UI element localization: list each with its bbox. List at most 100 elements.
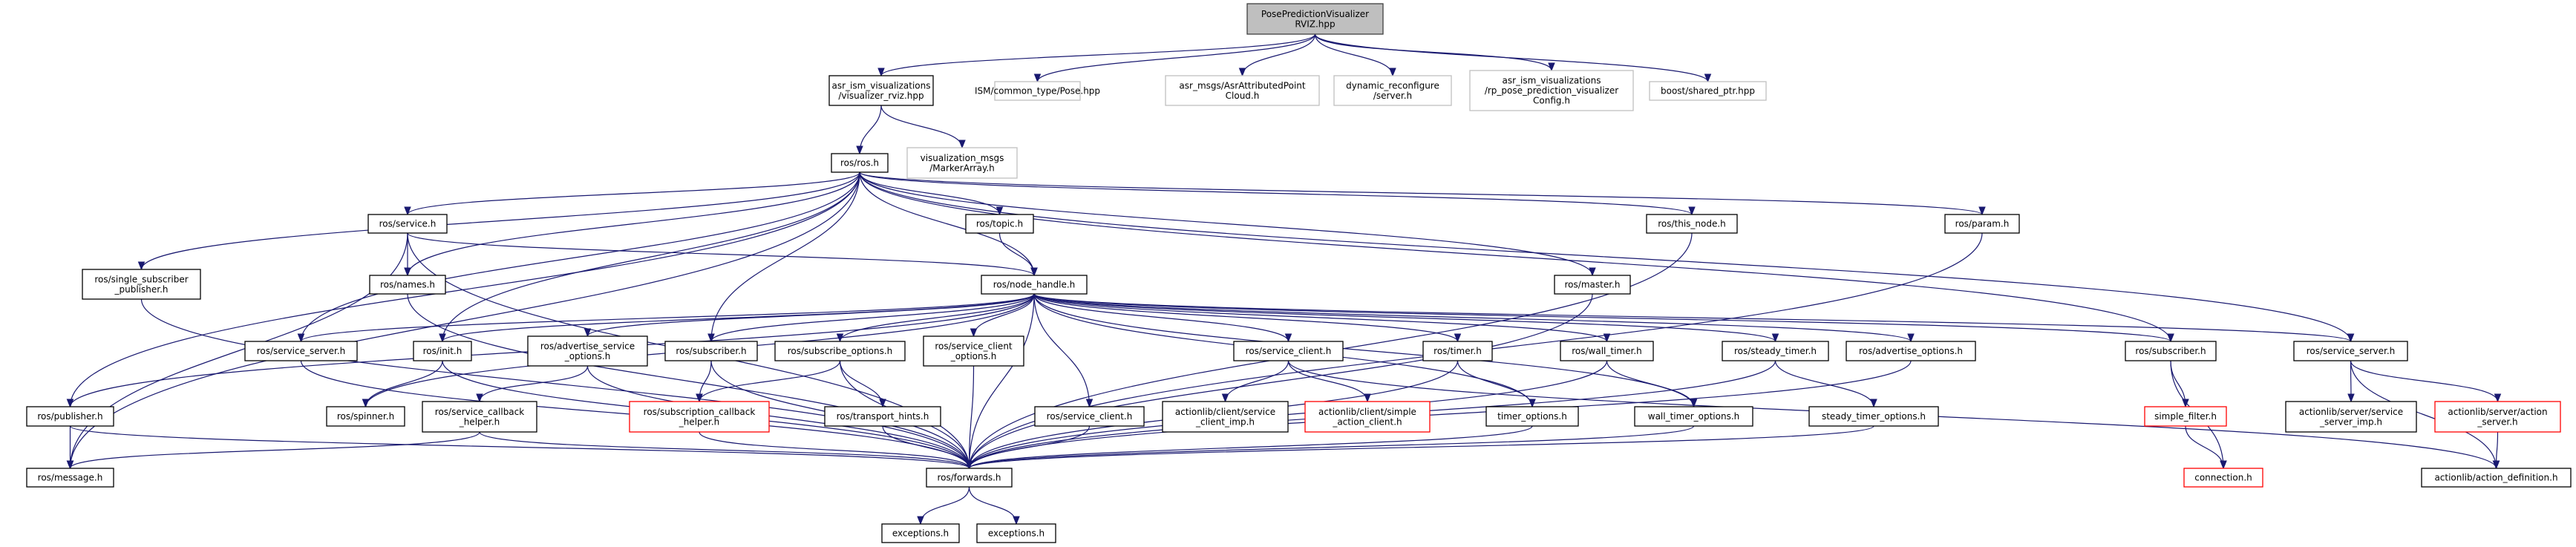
node-al_server_imp[interactable]: actionlib/server/service_server_imp.h (2285, 401, 2417, 433)
node-al_client_imp[interactable]: actionlib/client/service_client_imp.h (1162, 401, 1289, 433)
node-publisher_h[interactable]: ros/publisher.h (26, 406, 114, 427)
node-names_h[interactable]: ros/names.h (369, 275, 446, 295)
node-spinner_h[interactable]: ros/spinner.h (326, 406, 405, 427)
node-box (2421, 468, 2572, 488)
edge-line (2185, 425, 2224, 469)
node-label: ros/subscribe_options.h (788, 346, 893, 356)
node-label: actionlib/server/action (2448, 407, 2547, 417)
node-service_server_r[interactable]: ros/service_server.h (2293, 341, 2408, 361)
node-label: ros/service_client (935, 341, 1013, 351)
node-single_sub_pub[interactable]: ros/single_subscriber_publisher.h (82, 269, 201, 300)
node-dyn_server[interactable]: dynamic_reconfigure/server.h (1333, 75, 1452, 106)
node-steady_timer_opts[interactable]: steady_timer_options.h (1808, 406, 1939, 427)
node-steady_timer[interactable]: ros/steady_timer.h (1722, 341, 1829, 361)
edge-srv_cb_helper-to-message_h (66, 431, 480, 470)
node-al_simple_client[interactable]: actionlib/client/simple_action_client.h (1304, 401, 1431, 433)
node-transport_hints[interactable]: ros/transport_hints.h (824, 406, 941, 427)
node-ism_pose[interactable]: ISM/common_type/Pose.hpp (975, 81, 1100, 101)
node-adv_opts[interactable]: ros/advertise_options.h (1846, 341, 1976, 361)
node-box (1333, 75, 1452, 106)
node-box (369, 275, 446, 295)
node-service_h[interactable]: ros/service.h (367, 214, 448, 234)
edge-line (140, 171, 860, 270)
node-ros_h[interactable]: ros/ros.h (831, 153, 889, 173)
node-label: ros/forwards.h (938, 473, 1001, 483)
edge-line (442, 171, 860, 342)
edge-adv_srv_opts-to-srv_cb_helper (476, 365, 589, 403)
edge-ros_h-to-master_h (859, 171, 1596, 277)
node-label: ros/steady_timer.h (1734, 346, 1817, 356)
edge-line (839, 293, 1035, 342)
node-boost_ptr[interactable]: boost/shared_ptr.hpp (1649, 81, 1767, 101)
node-label: asr_ism_visualizations (1502, 76, 1601, 86)
node-marker_array[interactable]: visualization_msgs/MarkerArray.h (906, 147, 1018, 179)
node-label: ros/service_server.h (257, 346, 346, 356)
node-box (1034, 406, 1145, 427)
node-box (2183, 468, 2263, 488)
node-subscriber_l[interactable]: ros/subscriber.h (664, 341, 758, 361)
arrowhead-icon (1284, 333, 1292, 343)
edge-line (968, 425, 1533, 469)
node-this_node[interactable]: ros/this_node.h (1646, 214, 1738, 234)
node-label: timer_options.h (1497, 411, 1567, 422)
edge-line (1033, 293, 1912, 342)
node-service_client_a[interactable]: ros/service_client.h (1233, 341, 1344, 361)
node-label: ros/this_node.h (1658, 219, 1726, 229)
edge-line (968, 486, 1017, 525)
node-sub_cb_helper[interactable]: ros/subscription_callback_helper.h (629, 401, 770, 433)
node-label: /rp_pose_prediction_visualizer (1485, 85, 1618, 96)
node-label: _publisher.h (114, 284, 169, 295)
edge-ros_h-to-single_sub_pub (137, 171, 860, 271)
node-box (976, 523, 1056, 543)
node-label: /server.h (1373, 91, 1412, 101)
node-simple_filter[interactable]: simple_filter.h (2144, 406, 2227, 427)
node-srv_client_opts[interactable]: ros/service_client_options.h (923, 335, 1024, 367)
node-subscribe_opts[interactable]: ros/subscribe_options.h (774, 341, 906, 361)
node-box (82, 269, 201, 300)
node-viz_rviz[interactable]: asr_ism_visualizations/visualizer_rviz.h… (828, 75, 934, 106)
node-timer_opts[interactable]: timer_options.h (1485, 406, 1579, 427)
node-label: _server.h (2477, 416, 2517, 427)
node-exceptions_a[interactable]: exceptions.h (881, 523, 960, 543)
edge-line (1033, 293, 1091, 407)
node-service_client_b[interactable]: ros/service_client.h (1034, 406, 1145, 427)
node-box (2125, 341, 2217, 361)
node-service_server_l[interactable]: ros/service_server.h (244, 341, 358, 361)
arrowhead-icon (66, 399, 74, 408)
edge-steady_timer_opts-to-forwards_h (965, 425, 1874, 470)
arrowhead-icon (1978, 206, 1986, 216)
node-init_h[interactable]: ros/init.h (413, 341, 472, 361)
node-adv_srv_opts[interactable]: ros/advertise_service_options.h (527, 335, 648, 367)
edge-ros_h-to-param_h (859, 171, 1986, 216)
node-srv_cb_helper[interactable]: ros/service_callback_helper.h (422, 401, 537, 433)
arrowhead-icon (404, 267, 411, 277)
node-node_handle[interactable]: ros/node_handle.h (981, 275, 1088, 295)
node-label: ros/service.h (379, 219, 437, 229)
node-master_h[interactable]: ros/master.h (1554, 275, 1631, 295)
edge-line (699, 360, 841, 402)
node-al_action_server[interactable]: actionlib/server/action_server.h (2434, 401, 2561, 433)
edge-line (586, 365, 970, 469)
node-message_h[interactable]: ros/message.h (26, 468, 114, 488)
arrowhead-icon (2167, 333, 2174, 343)
node-exceptions_b[interactable]: exceptions.h (976, 523, 1056, 543)
node-rp_config[interactable]: asr_ism_visualizations/rp_pose_predictio… (1469, 70, 1634, 111)
node-box (831, 153, 889, 173)
node-connection_h[interactable]: connection.h (2183, 468, 2263, 488)
node-topic_h[interactable]: ros/topic.h (965, 214, 1034, 234)
edge-line (1287, 360, 1368, 402)
node-forwards_h[interactable]: ros/forwards.h (926, 468, 1013, 488)
node-wall_timer_opts[interactable]: wall_timer_options.h (1634, 406, 1753, 427)
arrowhead-icon (2220, 460, 2227, 470)
node-label: Config.h (1533, 96, 1570, 106)
node-param_h[interactable]: ros/param.h (1944, 214, 2020, 234)
node-timer_h[interactable]: ros/timer.h (1422, 341, 1493, 361)
arrowhead-icon (877, 68, 885, 77)
node-al_action_def[interactable]: actionlib/action_definition.h (2421, 468, 2572, 488)
node-wall_timer[interactable]: ros/wall_timer.h (1560, 341, 1654, 361)
edge-node_handle-to-init_h (439, 293, 1035, 343)
node-subscriber_r[interactable]: ros/subscriber.h (2125, 341, 2217, 361)
